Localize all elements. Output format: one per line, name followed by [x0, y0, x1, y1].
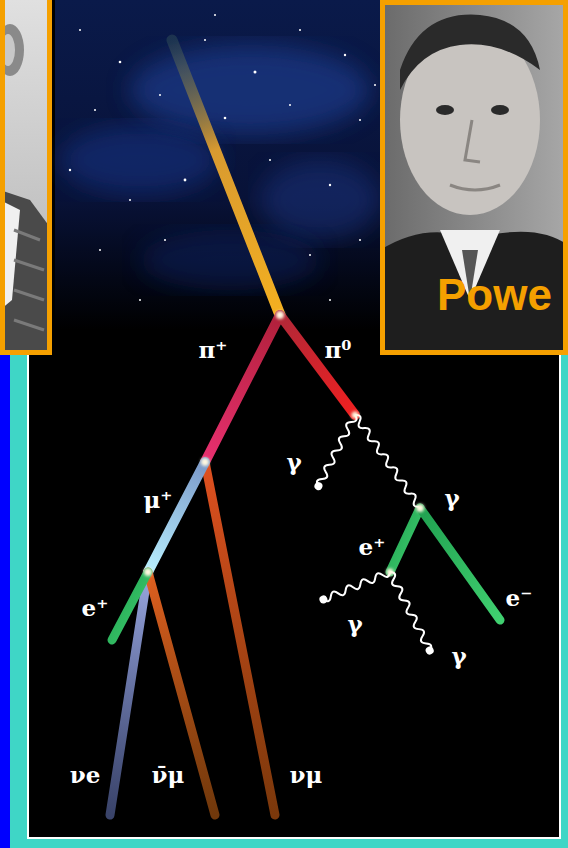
- particle-label: e⁺: [359, 534, 386, 559]
- portrait-photo: [380, 0, 568, 355]
- particle-label: γ: [451, 643, 466, 668]
- particle-label: γ: [347, 611, 362, 636]
- night-sky: [55, 0, 383, 330]
- photo-caption: Powe: [437, 273, 552, 317]
- photon-line: [352, 413, 422, 509]
- particle-label: γ: [286, 449, 301, 474]
- portrait-photo: [0, 0, 52, 355]
- particle-label: νe: [70, 762, 101, 787]
- particle-label: e⁺: [82, 595, 109, 620]
- neutrino-track: [148, 572, 215, 815]
- blue-bar: [0, 355, 10, 848]
- particle-label: μ⁺: [144, 487, 173, 512]
- photon-line: [318, 568, 391, 604]
- muon-track: [148, 462, 205, 572]
- particle-label: π⁺: [199, 337, 228, 362]
- positron-track: [390, 508, 420, 572]
- electron-track: [420, 508, 500, 620]
- particle-label: π⁰: [325, 337, 352, 362]
- particle-label: νμ: [290, 762, 323, 787]
- positron-track: [112, 572, 148, 640]
- pion-track: [280, 315, 355, 415]
- particle-label: γ: [444, 485, 459, 510]
- photon-line: [386, 570, 435, 656]
- particle-label: e⁻: [506, 585, 533, 610]
- photon-lines: [313, 413, 435, 656]
- black-panel: [28, 0, 560, 838]
- particle-tracks: [110, 40, 500, 815]
- photon-line: [313, 413, 359, 491]
- primary-track: [172, 40, 280, 315]
- neutrino-track: [205, 462, 275, 815]
- neutrino-track: [110, 572, 148, 815]
- particle-label: ν̄μ: [152, 762, 185, 787]
- photo-frame: Powe: [380, 0, 568, 355]
